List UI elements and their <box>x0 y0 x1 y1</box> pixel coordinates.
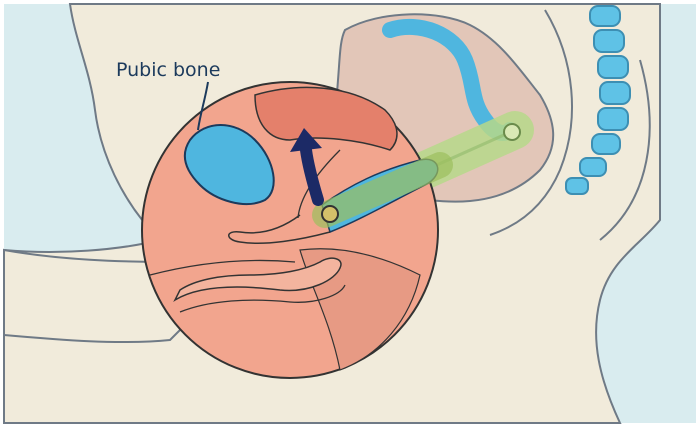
pubic-bone-label: Pubic bone <box>116 59 220 81</box>
device-tip <box>322 206 338 222</box>
